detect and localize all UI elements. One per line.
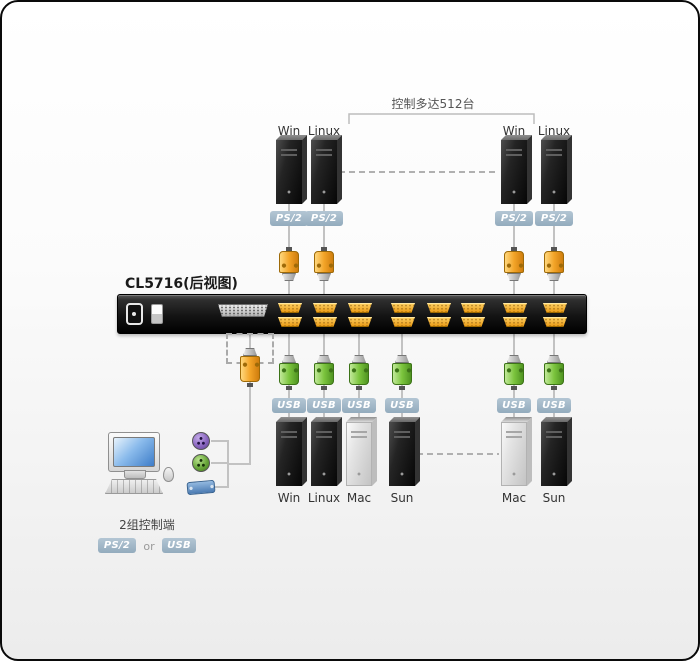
kvm-port-icon	[427, 317, 451, 327]
console-port-icon	[218, 304, 268, 317]
usb-badge: USB	[537, 398, 571, 413]
power-switch-icon	[151, 304, 163, 324]
computer-tower	[541, 140, 567, 204]
console-group-label: 2组控制端	[119, 518, 175, 532]
kvm-port-icon	[461, 303, 485, 313]
ps2-badge: PS/2	[305, 211, 343, 226]
computer-tower-mac	[346, 422, 372, 486]
usb-badge: USB	[385, 398, 419, 413]
kvm-port-icon	[503, 317, 527, 327]
bottom-pc-label: Sun	[542, 491, 566, 505]
device-label: CL5716(后视图)	[125, 276, 238, 292]
computer-tower	[389, 422, 415, 486]
kvm-port-icon	[348, 317, 372, 327]
mouse-icon	[163, 467, 174, 482]
ps2-keyboard-connector-icon	[192, 432, 210, 450]
top-pc-label: Win	[502, 124, 526, 138]
bottom-pc-label: Mac	[501, 491, 527, 505]
keyboard-icon	[105, 479, 163, 494]
ps2-badge: PS/2	[535, 211, 573, 226]
power-inlet-icon	[126, 303, 143, 325]
usb-kvm-cable-connector-icon	[389, 350, 415, 390]
kvm-port-icon	[543, 303, 567, 313]
computer-tower	[501, 140, 527, 204]
usb-kvm-cable-connector-icon	[311, 350, 337, 390]
computer-tower	[311, 140, 337, 204]
usb-kvm-cable-connector-icon	[346, 350, 372, 390]
kvm-port-icon	[278, 303, 302, 313]
ps2-kvm-cable-connector-icon	[276, 247, 302, 287]
cascade-note: 控制多达512台	[391, 97, 475, 111]
ps2-kvm-cable-connector-icon	[501, 247, 527, 287]
usb-badge: USB	[162, 538, 196, 553]
computer-tower	[311, 422, 337, 486]
kvm-port-icon	[391, 317, 415, 327]
computer-tower	[276, 422, 302, 486]
ps2-kvm-cable-connector-icon	[311, 247, 337, 287]
kvm-port-icon	[391, 303, 415, 313]
computer-tower	[276, 140, 302, 204]
bottom-pc-label: Mac	[346, 491, 372, 505]
kvm-port-icon	[543, 317, 567, 327]
kvm-port-icon	[461, 317, 485, 327]
ps2-badge: PS/2	[98, 538, 136, 553]
usb-badge: USB	[497, 398, 531, 413]
top-pc-label: Linux	[307, 124, 341, 138]
kvm-port-icon	[427, 303, 451, 313]
usb-kvm-cable-connector-icon	[541, 350, 567, 390]
top-pc-label: Win	[277, 124, 301, 138]
computer-tower-mac	[501, 422, 527, 486]
monitor-icon	[108, 432, 160, 479]
ps2-badge: PS/2	[270, 211, 308, 226]
kvm-port-icon	[278, 317, 302, 327]
usb-badge: USB	[307, 398, 341, 413]
ps2-mouse-connector-icon	[192, 454, 210, 472]
bottom-pc-label: Sun	[390, 491, 414, 505]
usb-badge: USB	[342, 398, 376, 413]
computer-tower	[541, 422, 567, 486]
or-label: or	[143, 540, 155, 553]
console-cable-connector-icon	[237, 343, 263, 387]
kvm-port-icon	[503, 303, 527, 313]
ps2-kvm-cable-connector-icon	[541, 247, 567, 287]
bottom-pc-label: Linux	[307, 491, 341, 505]
top-pc-label: Linux	[537, 124, 571, 138]
kvm-switch	[117, 294, 587, 334]
vga-connector-icon	[186, 479, 216, 496]
kvm-port-icon	[313, 303, 337, 313]
kvm-port-icon	[348, 303, 372, 313]
bottom-pc-label: Win	[277, 491, 301, 505]
kvm-port-icon	[313, 317, 337, 327]
usb-kvm-cable-connector-icon	[276, 350, 302, 390]
ps2-badge: PS/2	[495, 211, 533, 226]
usb-kvm-cable-connector-icon	[501, 350, 527, 390]
usb-badge: USB	[272, 398, 306, 413]
